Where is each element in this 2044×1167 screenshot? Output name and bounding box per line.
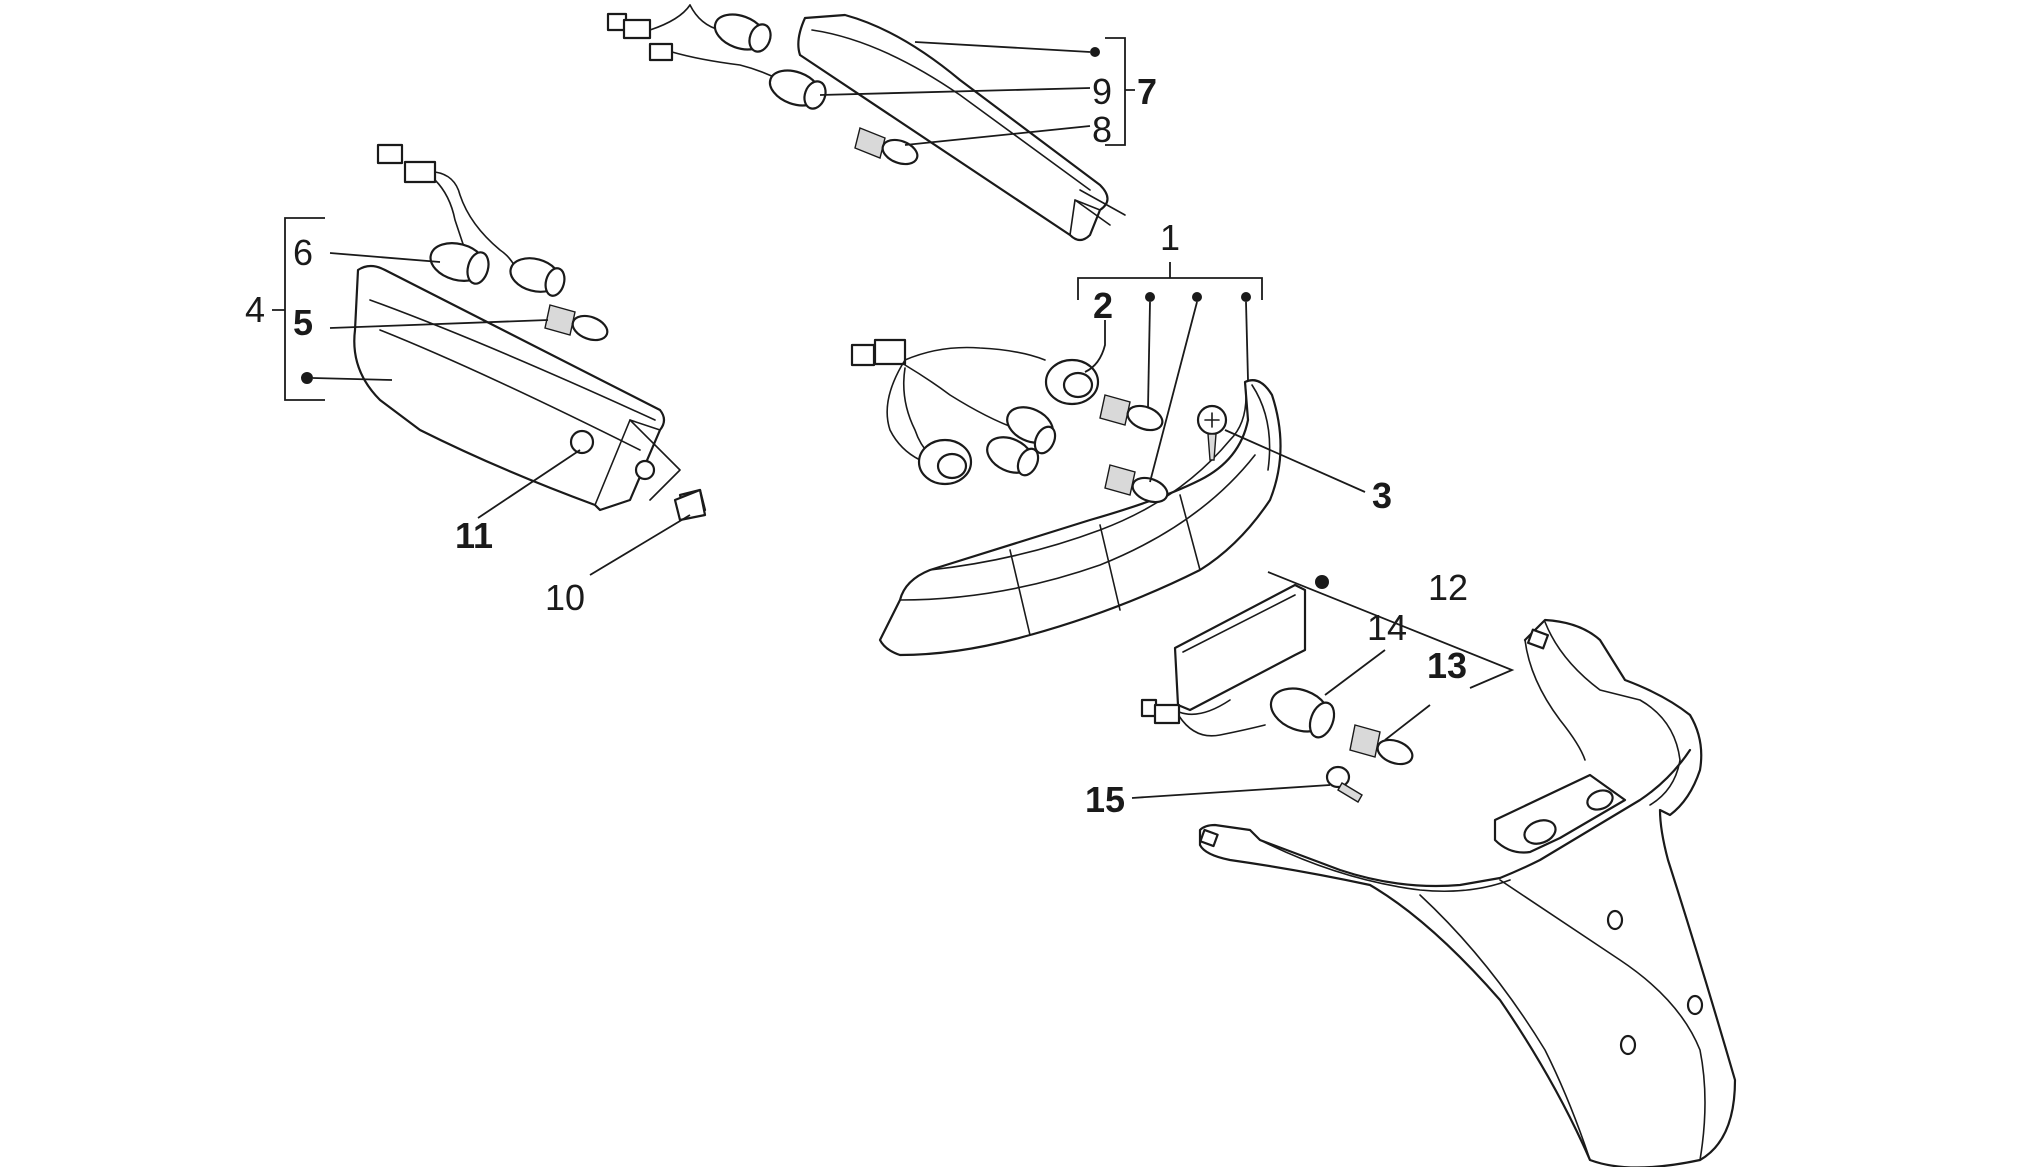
part-12-license-plate-light xyxy=(1140,571,1515,766)
rear-mudguard xyxy=(1198,618,1737,1167)
screw-3 xyxy=(1196,404,1366,493)
screw-15 xyxy=(1131,765,1363,803)
callout-14: 14 xyxy=(1367,607,1407,648)
callout-8: 8 xyxy=(1092,109,1112,150)
bulb-8 xyxy=(854,127,919,166)
callout-1: 1 xyxy=(1160,217,1180,258)
bulb-upper xyxy=(1099,394,1164,432)
part-4-side-light-assembly xyxy=(272,143,707,576)
callout-4: 4 xyxy=(245,289,265,330)
callout-10: 10 xyxy=(545,577,585,618)
bulb-5 xyxy=(544,304,609,342)
bulb-13 xyxy=(1349,724,1414,766)
part-7-upper-light-assembly xyxy=(606,4,1135,242)
callout-5: 5 xyxy=(293,302,313,343)
callout-12: 12 xyxy=(1428,567,1468,608)
callout-6: 6 xyxy=(293,232,313,273)
bulb-lower xyxy=(1104,464,1169,504)
callout-2: 2 xyxy=(1093,285,1113,326)
part-1-tail-light-assembly xyxy=(850,262,1366,657)
callout-11: 11 xyxy=(455,515,493,556)
callout-3: 3 xyxy=(1372,475,1392,516)
callout-9: 9 xyxy=(1092,71,1112,112)
callout-15: 15 xyxy=(1085,779,1125,820)
callout-13: 13 xyxy=(1427,645,1467,686)
callout-7: 7 xyxy=(1137,71,1157,112)
clip-10 xyxy=(589,488,707,576)
